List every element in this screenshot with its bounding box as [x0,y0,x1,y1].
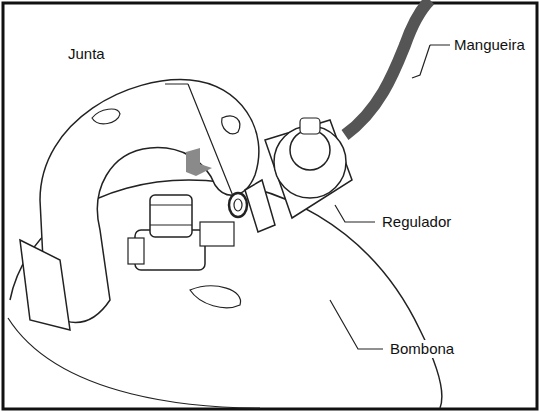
part-label: Bombona [388,340,456,358]
part-label: Junta [66,45,107,63]
part-label: Regulador [380,213,453,231]
part-label: Mangueira [452,36,527,54]
